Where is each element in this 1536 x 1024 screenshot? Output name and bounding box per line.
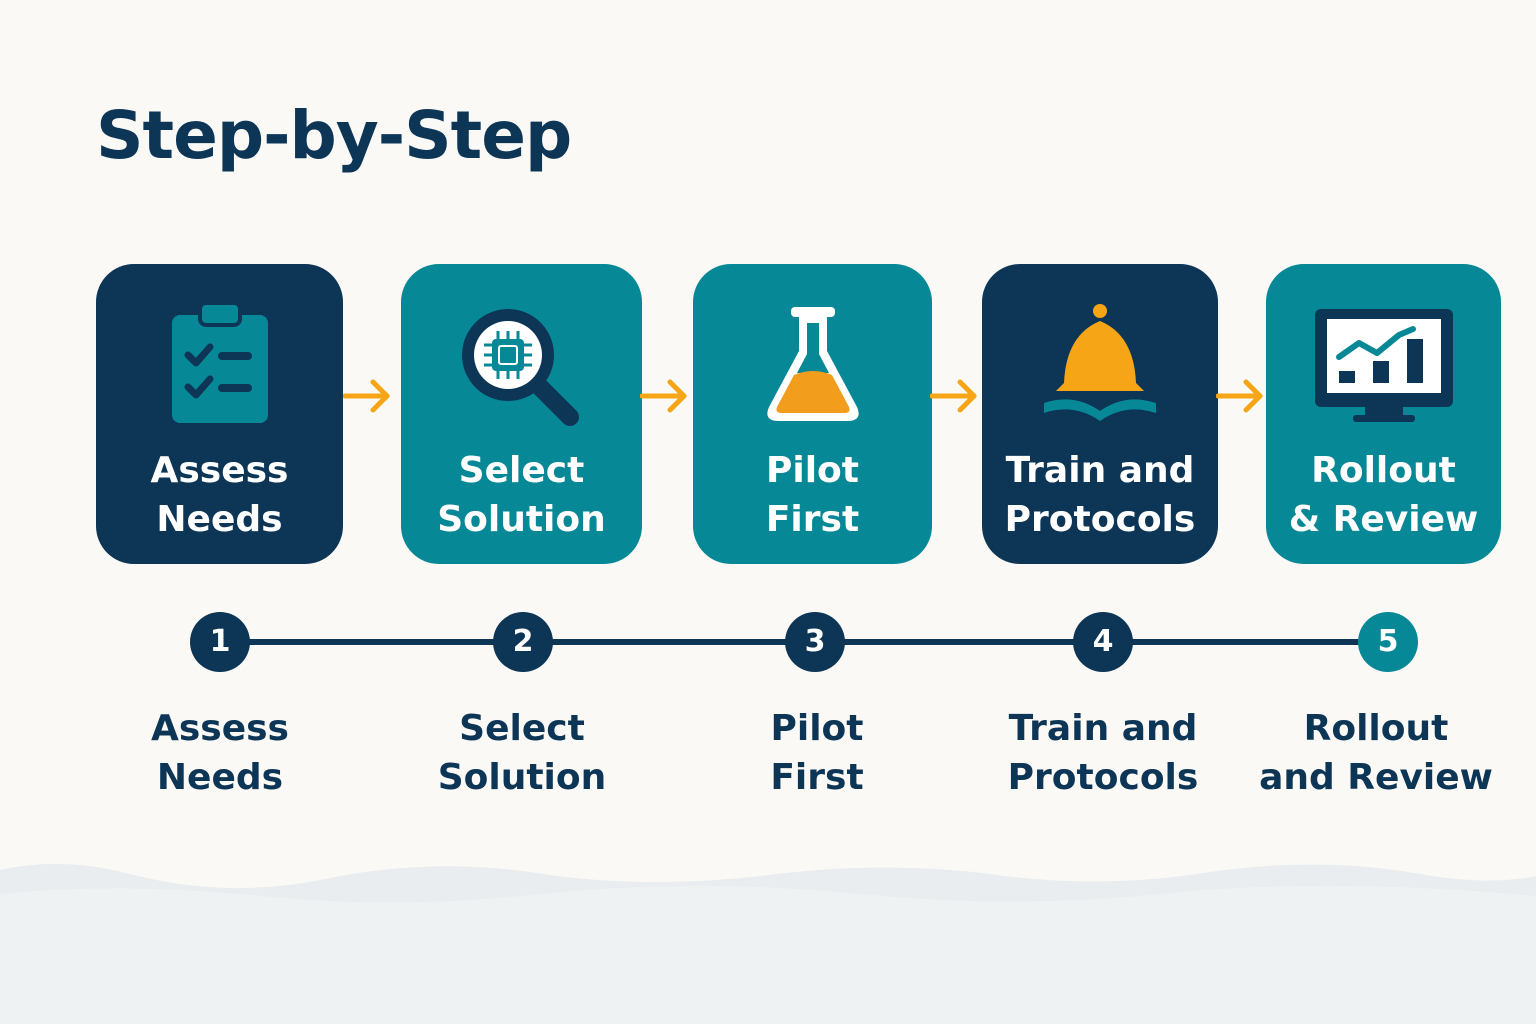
step-number-4: 4	[1073, 612, 1133, 672]
page-title: Step-by-Step	[96, 97, 572, 174]
step-card-rollout-review: Rollout& Review	[1266, 264, 1501, 564]
arrow-right-icon	[343, 379, 390, 413]
background-waves	[0, 863, 1536, 1024]
arrow-right-icon	[930, 379, 977, 413]
card-label: Rollout& Review	[1288, 450, 1479, 540]
arrow-right-icon	[640, 379, 687, 413]
step-number-1: 1	[190, 612, 250, 672]
bell-book-icon	[982, 294, 1218, 434]
step-number-2: 2	[493, 612, 553, 672]
magnifier-chip-icon	[401, 294, 642, 434]
clipboard-checklist-icon	[96, 294, 343, 434]
arrow-right-icon	[1216, 379, 1263, 413]
flask-icon	[693, 294, 932, 434]
step-number-5: 5	[1358, 612, 1418, 672]
step-number-3: 3	[785, 612, 845, 672]
monitor-chart-icon	[1266, 294, 1501, 434]
